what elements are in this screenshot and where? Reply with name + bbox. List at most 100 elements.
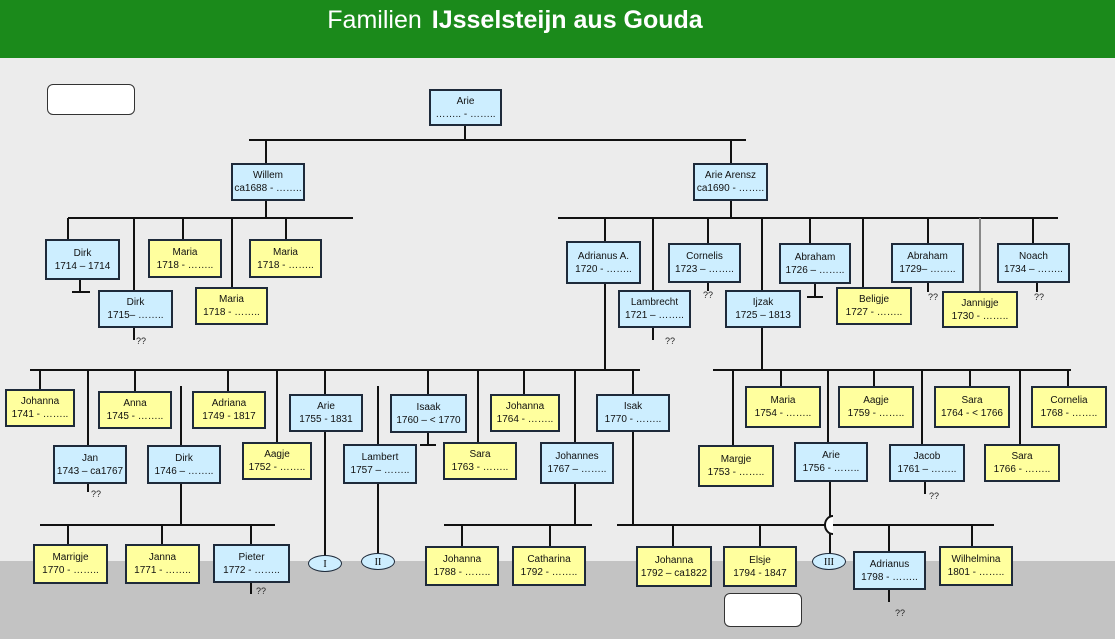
person-name: Anna (123, 398, 147, 409)
person-name: Dirk (73, 247, 92, 259)
person-name: Arie Arensz (704, 170, 757, 181)
person-dates: 1741 - …….. (11, 409, 69, 420)
person-name: Catharina (527, 554, 571, 565)
person-dates: 1772 - …….. (223, 564, 280, 576)
person-dates: 1766 - …….. (993, 464, 1051, 475)
person-dates: 1753 - …….. (707, 467, 765, 478)
person-name: Willem (253, 170, 283, 181)
person-name: Lambrecht (630, 297, 679, 308)
person-name: Johannes (555, 451, 599, 462)
person-name: Aagje (264, 449, 290, 460)
person-name: Jannigje (961, 297, 999, 309)
person-name: Margje (720, 454, 752, 465)
person-anna-1745[interactable]: Anna 1745 - …….. (98, 391, 172, 429)
person-dates: 1768 - …….. (1040, 408, 1098, 419)
person-dirk-1715[interactable]: Dirk 1715– …….. (98, 290, 173, 328)
blank-label-box (47, 84, 135, 115)
person-name: Cornelia (1050, 395, 1088, 406)
person-dates: 1798 - …….. (861, 571, 918, 583)
unknown-marker: ?? (665, 336, 676, 346)
person-name: Wilhelmina (951, 554, 1001, 565)
person-cornelia-1768[interactable]: Cornelia 1768 - …….. (1031, 386, 1107, 428)
person-name: Abraham (794, 251, 836, 263)
unknown-marker: ?? (256, 586, 267, 596)
person-name: Jan (81, 452, 99, 464)
person-name: Adrianus A. (577, 250, 630, 262)
person-dates: 1794 - 1847 (733, 567, 787, 579)
person-adrianus-a[interactable]: Adrianus A.1720 - …….. (566, 241, 641, 284)
person-name: Isaak (416, 401, 441, 413)
person-dates: 1727 - …….. (845, 307, 903, 318)
person-dates: 1746 – …….. (154, 465, 214, 477)
person-name: Dirk (126, 297, 145, 308)
person-dates: 1763 - …….. (451, 462, 509, 473)
unknown-marker: ?? (1034, 292, 1045, 302)
person-name: Maria (272, 246, 298, 258)
person-margje-1753[interactable]: Margje 1753 - …….. (698, 445, 774, 487)
unknown-marker: ?? (928, 292, 939, 302)
person-dates: 1792 – ca1822 (640, 567, 708, 579)
continuation-marker-i[interactable]: I (308, 555, 342, 572)
person-name: Pieter (238, 551, 265, 563)
person-dates: 1749 - 1817 (202, 411, 256, 422)
unknown-marker: ?? (136, 336, 147, 346)
person-name: Maria (172, 246, 198, 258)
person-dates: 1734 – …….. (1004, 264, 1063, 275)
continuation-marker-ii[interactable]: II (361, 553, 395, 570)
person-dates: 1764 - < 1766 (941, 408, 1003, 419)
person-dates: 1764 - …….. (496, 414, 554, 425)
person-name: Johanna (442, 554, 482, 565)
person-dates: 1715– …….. (107, 310, 164, 321)
person-dates: 1745 - …….. (106, 411, 164, 422)
person-dates: 1718 - …….. (203, 307, 260, 318)
person-name: Adrianus (869, 558, 910, 570)
blank-label-box-bottom (724, 593, 802, 627)
person-name: Arie (456, 95, 475, 107)
continuation-marker-iii[interactable]: III (812, 553, 846, 570)
person-name: Aagje (863, 395, 889, 406)
person-arie-root[interactable]: Arie…….. - …….. (429, 89, 502, 126)
